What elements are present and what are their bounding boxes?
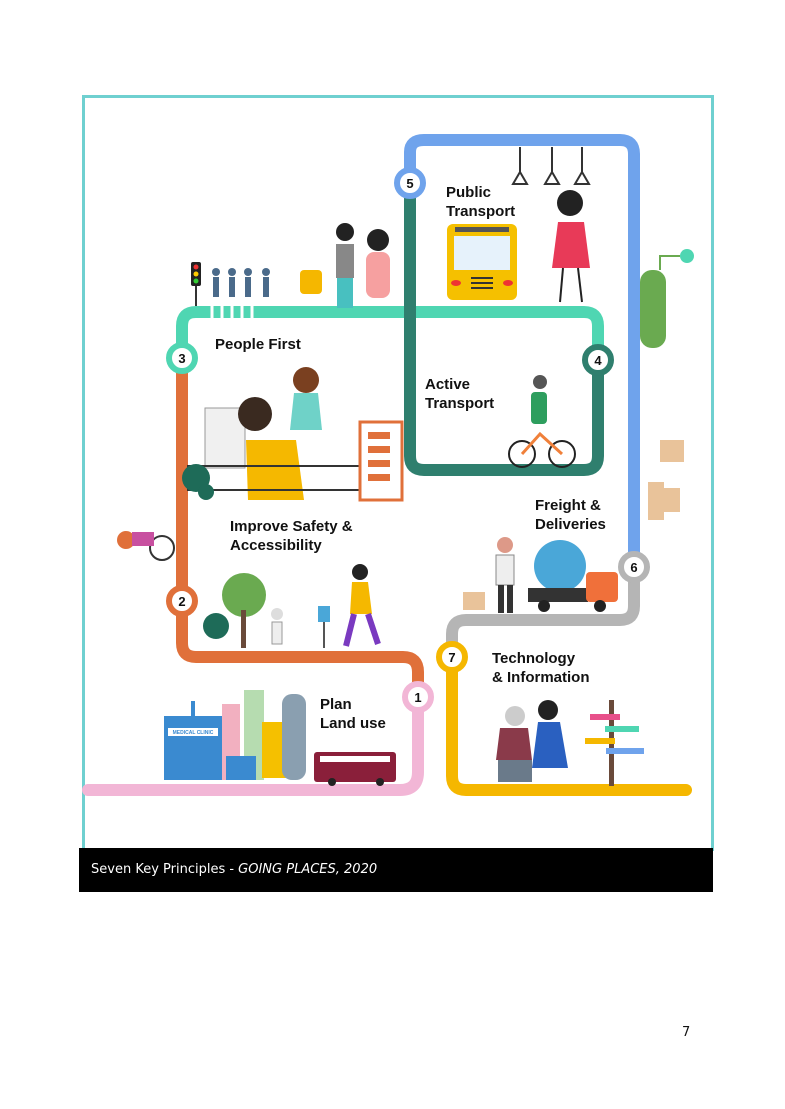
label-deliveries: Deliveries <box>535 516 606 533</box>
station-6: 6 <box>618 551 650 583</box>
label-active-transport: Transport <box>425 395 494 412</box>
park-and-jogger-icon <box>203 564 381 648</box>
label-active: Active <box>425 376 470 393</box>
route-line-public-transport <box>404 134 640 573</box>
route-line-technology <box>446 651 692 796</box>
label-people-first: People First <box>215 336 301 353</box>
route-line-plan-land-use <box>82 684 424 796</box>
station-number: 2 <box>178 594 185 609</box>
caption-source: GOING PLACES, 2020 <box>238 862 378 877</box>
label-public: Public <box>446 184 491 201</box>
label-public-transport: Transport <box>446 203 515 220</box>
pedestrians-icon <box>212 268 270 297</box>
station-number: 3 <box>178 351 185 366</box>
page-number: 7 <box>682 1025 691 1040</box>
parcels-icon <box>648 440 684 520</box>
station-number: 5 <box>406 176 413 191</box>
route-line-safety <box>176 352 424 696</box>
label-information: & Information <box>492 669 590 686</box>
cyclist-icon <box>508 375 576 468</box>
parent-with-child-icon <box>182 367 404 502</box>
label-improve-safety: Improve Safety & <box>230 518 353 535</box>
station-number: 7 <box>448 650 455 665</box>
double-decker-bus-icon <box>314 752 396 786</box>
courier-icon <box>463 537 515 613</box>
label-land-use: Land use <box>320 715 386 732</box>
station-number: 4 <box>594 353 602 368</box>
delivery-truck-globe-icon <box>528 540 618 612</box>
label-accessibility: Accessibility <box>230 537 322 554</box>
station-number: 1 <box>414 690 421 705</box>
cyclist-rider-left-icon <box>117 531 175 561</box>
standing-woman-icon <box>552 190 590 303</box>
label-freight: Freight & <box>535 497 601 514</box>
station-1: 1 <box>402 681 434 713</box>
station-4: 4 <box>582 344 614 376</box>
signpost-icon <box>585 700 644 786</box>
family-with-stroller-icon <box>300 223 390 308</box>
station-7: 7 <box>436 641 468 673</box>
traffic-light-icon <box>191 262 201 306</box>
clinic-and-buildings-icon: MEDICAL CLINIC <box>164 690 306 780</box>
clinic-sign: MEDICAL CLINIC <box>173 730 214 736</box>
elderly-and-helper-icon <box>496 700 568 782</box>
handle-straps-icon <box>511 147 591 185</box>
label-technology: Technology <box>492 650 576 667</box>
station-3: 3 <box>166 342 198 374</box>
route-line-freight <box>446 561 640 663</box>
caption-text: Seven Key Principles - <box>91 862 239 877</box>
station-5: 5 <box>394 167 426 199</box>
crosswalk-icon <box>210 306 254 318</box>
label-plan: Plan <box>320 696 352 713</box>
figure-caption: Seven Key Principles - GOING PLACES, 202… <box>79 848 713 892</box>
route-line-active-transport <box>404 177 604 476</box>
seven-principles-route-map: MEDICAL CLINIC 1 2 3 4 5 6 7 Plan Land u… <box>82 134 694 796</box>
green-car-icon <box>640 249 694 348</box>
bus-icon <box>447 224 517 300</box>
station-number: 6 <box>630 560 637 575</box>
station-2: 2 <box>166 585 198 617</box>
route-line-people-first <box>176 306 604 366</box>
